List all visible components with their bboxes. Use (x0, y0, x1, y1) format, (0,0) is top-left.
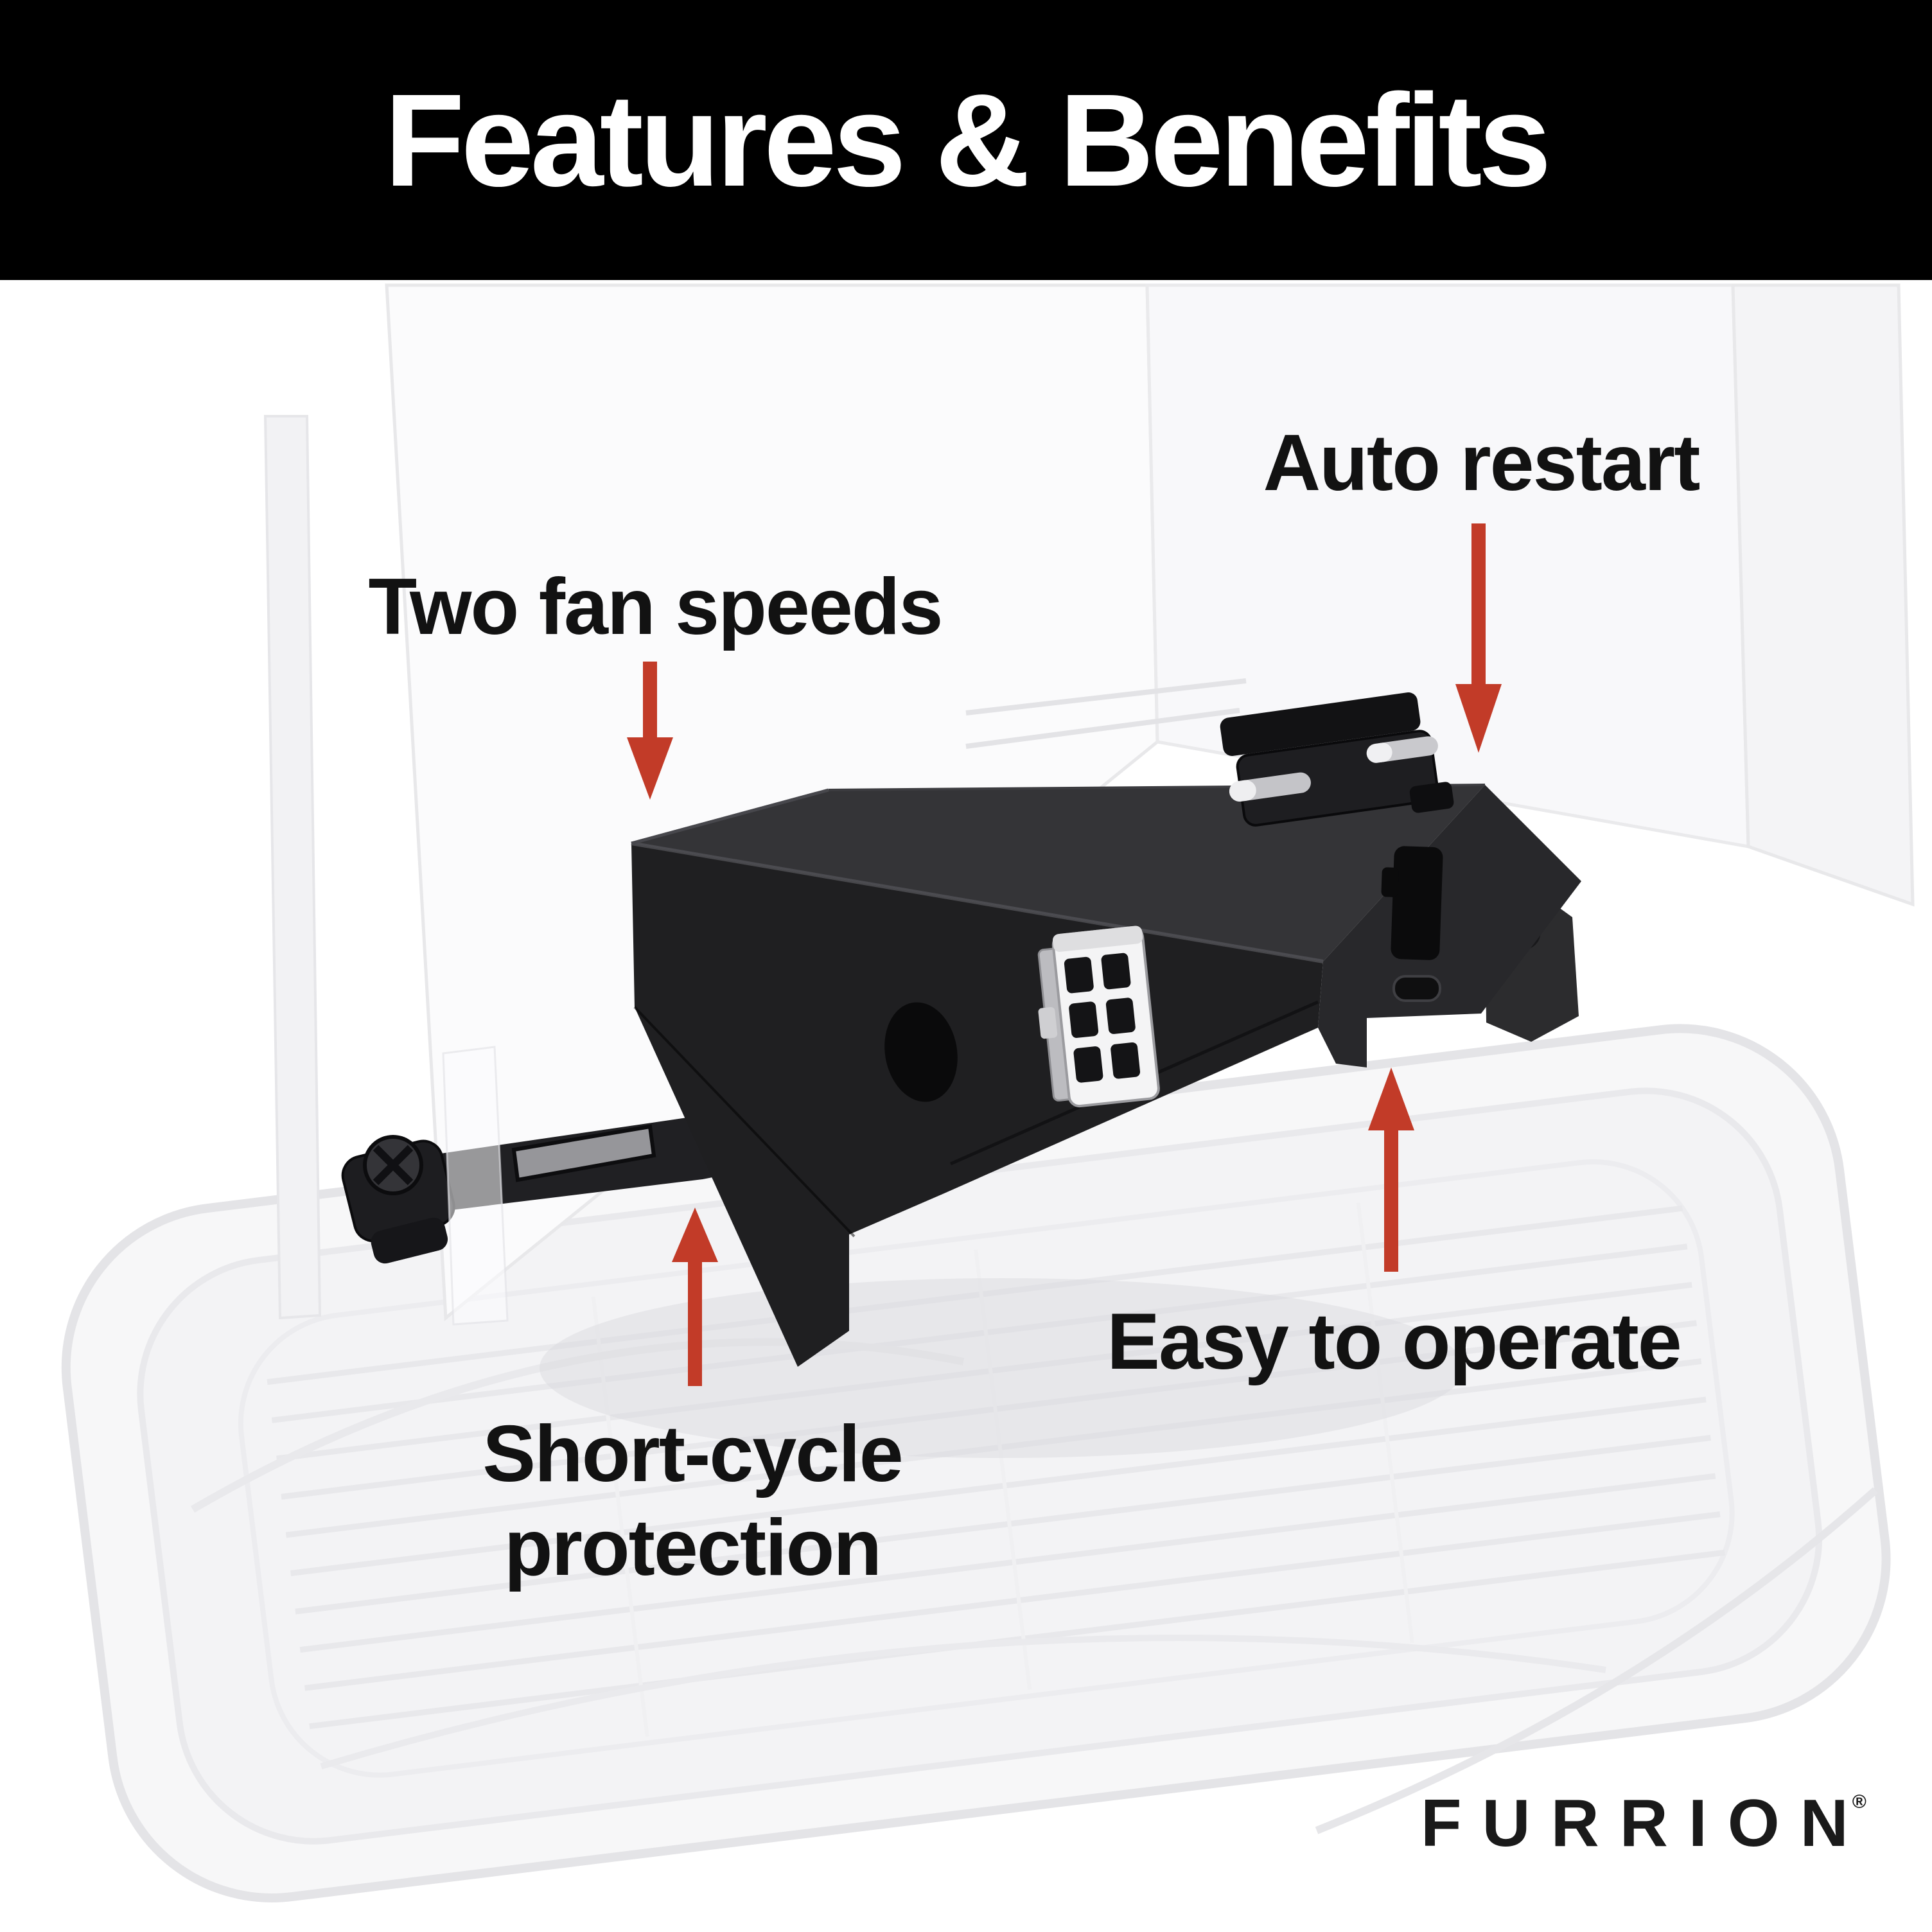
control-box (631, 784, 1581, 1367)
bracket-rail-icon (514, 1127, 654, 1180)
header-bar: Features & Benefits (0, 0, 1932, 280)
clear-sheet-overlay (442, 1046, 509, 1326)
cable-hole-icon (884, 1002, 958, 1102)
arrow-down-auto-restart-icon (1455, 523, 1502, 753)
arrow-up-short-cycle-icon (672, 1208, 718, 1386)
box-top-face (631, 785, 1485, 962)
furrion-logo: FURRION® (1421, 1790, 1866, 1857)
drop-shadow (540, 1278, 1464, 1458)
status-port-icon (1392, 975, 1441, 1002)
callout-short-cycle-protection: Short-cycle protection (482, 1410, 903, 1593)
pan-curve-line (190, 1338, 965, 1513)
power-plug-icon (1220, 692, 1454, 827)
slot-opening-icon (1381, 846, 1443, 960)
page-title: Features & Benefits (384, 66, 1551, 214)
arrow-down-two-fan-speeds-icon (627, 662, 673, 800)
registered-trademark: ® (1852, 1791, 1866, 1813)
callout-auto-restart: Auto restart (1263, 419, 1701, 507)
pan-curve-line (320, 1635, 1606, 1770)
callout-easy-to-operate: Easy to operate (1107, 1297, 1682, 1386)
arrow-up-easy-to-operate-icon (1368, 1067, 1414, 1272)
callout-two-fan-speeds: Two fan speeds (368, 563, 944, 651)
pan-curve-line (1315, 1487, 1878, 1834)
wire-connector-6pin-icon (1037, 926, 1160, 1108)
ghost-ac-unit (61, 283, 1915, 1902)
box-right-face (1318, 785, 1581, 1067)
furrion-logo-text: FURRION (1421, 1786, 1869, 1861)
box-front-face (631, 843, 1323, 1367)
clear-shroud (263, 283, 1915, 1322)
